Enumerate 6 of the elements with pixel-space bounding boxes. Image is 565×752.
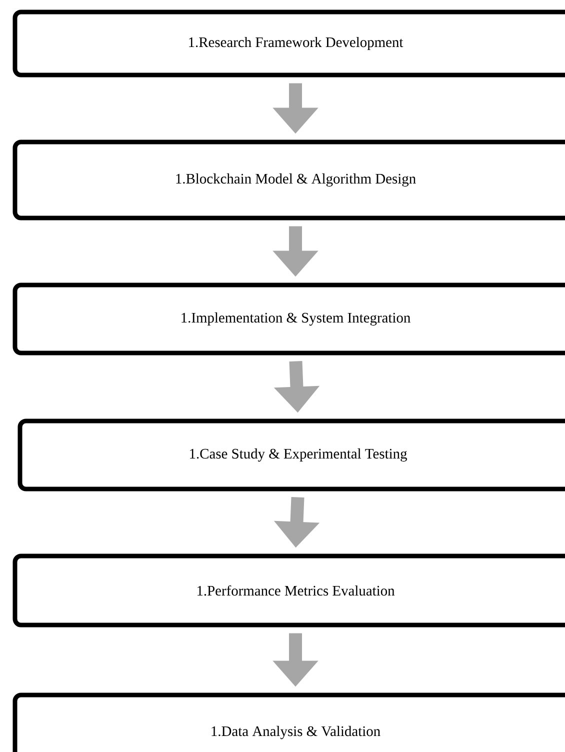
process-box: 1.Research Framework Development [12,10,565,78]
process-box: 1.Data Analysis & Validation [12,692,565,752]
process-box: 1.Blockchain Model & Algorithm Design [12,140,565,220]
process-box: 1.Performance Metrics Evaluation [12,554,565,628]
process-box: 1.Implementation & System Integration [12,282,565,356]
process-box: 1.Case Study & Experimental Testing [18,418,565,492]
